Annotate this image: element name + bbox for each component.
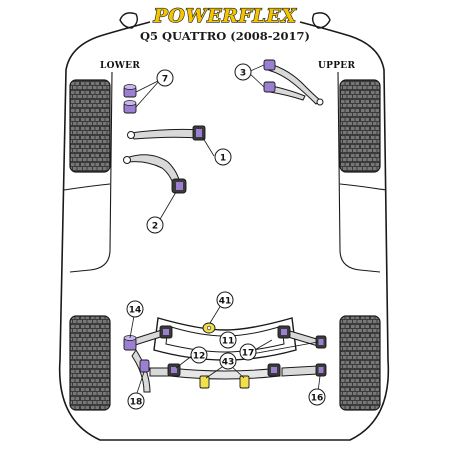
svg-text:14: 14	[129, 306, 142, 316]
rear-right-tyre	[339, 315, 381, 411]
part-18-bush	[139, 359, 150, 373]
body-inner-line-left	[69, 71, 113, 273]
part-1-arm-end	[127, 131, 135, 139]
svg-text:41: 41	[219, 297, 232, 307]
part-1-bush	[192, 125, 206, 141]
part-1-arm	[129, 128, 201, 140]
svg-text:11: 11	[222, 337, 235, 347]
svg-text:18: 18	[130, 398, 143, 408]
brand-logo: POWERFLEX	[152, 5, 297, 27]
svg-text:7: 7	[162, 75, 168, 85]
part-12-bush	[167, 363, 181, 377]
body-waist-left	[63, 183, 111, 191]
callout-11: 11	[219, 331, 237, 349]
callout-3: 3	[234, 63, 252, 81]
part-7-bush-lower	[123, 100, 137, 114]
svg-text:43: 43	[222, 358, 235, 368]
rear-left-link-lower	[149, 367, 171, 377]
part-subframe-bush-right	[277, 325, 291, 339]
callout-2: 2	[146, 216, 164, 234]
part-41-bush	[202, 322, 216, 334]
callout-17: 17	[239, 343, 257, 361]
callout-1: 1	[214, 148, 232, 166]
part-3-upper-arm-2	[269, 85, 306, 101]
callout-12: 12	[190, 346, 208, 364]
leader-lines	[129, 64, 321, 397]
part-2-arm-end	[123, 156, 131, 164]
label-lower: LOWER	[100, 61, 140, 71]
front-left-tyre	[69, 79, 111, 173]
part-3-bush-upper	[263, 59, 276, 71]
part-rear-right-bush	[267, 363, 281, 377]
svg-text:1: 1	[220, 154, 226, 164]
svg-text:12: 12	[193, 352, 206, 362]
part-2-bush	[171, 178, 187, 194]
right-mirror	[311, 12, 331, 29]
svg-text:2: 2	[152, 222, 158, 232]
part-43-bush-left	[199, 375, 210, 389]
car-body-outline	[58, 21, 390, 441]
callout-7: 7	[156, 69, 174, 87]
part-16-bush	[315, 363, 327, 377]
part-3-arm-end	[316, 98, 324, 106]
svg-text:17: 17	[242, 349, 255, 359]
part-43-bush-right	[239, 375, 250, 389]
callout-16: 16	[308, 388, 326, 406]
page-subtitle: Q5 QUATTRO (2008-2017)	[140, 29, 310, 43]
part-subframe-bush-left	[159, 325, 173, 339]
rear-crossmember	[169, 367, 281, 380]
body-waist-right	[339, 183, 387, 191]
svg-text:16: 16	[311, 394, 324, 404]
svg-text:3: 3	[240, 69, 246, 79]
callout-14: 14	[126, 300, 144, 318]
part-3-upper-arm	[267, 63, 321, 105]
left-mirror	[119, 12, 139, 29]
part-14-bush	[123, 335, 137, 351]
callout-43: 43	[219, 352, 237, 370]
callout-18: 18	[127, 392, 145, 410]
rear-right-link-lower	[281, 365, 319, 377]
front-right-tyre	[339, 79, 381, 173]
body-inner-line-right	[337, 71, 381, 273]
part-3-bush-lower	[263, 81, 276, 93]
part-7-bush-upper	[123, 84, 137, 98]
label-upper: UPPER	[318, 61, 355, 71]
callout-41: 41	[216, 291, 234, 309]
rear-left-tyre	[69, 315, 111, 411]
